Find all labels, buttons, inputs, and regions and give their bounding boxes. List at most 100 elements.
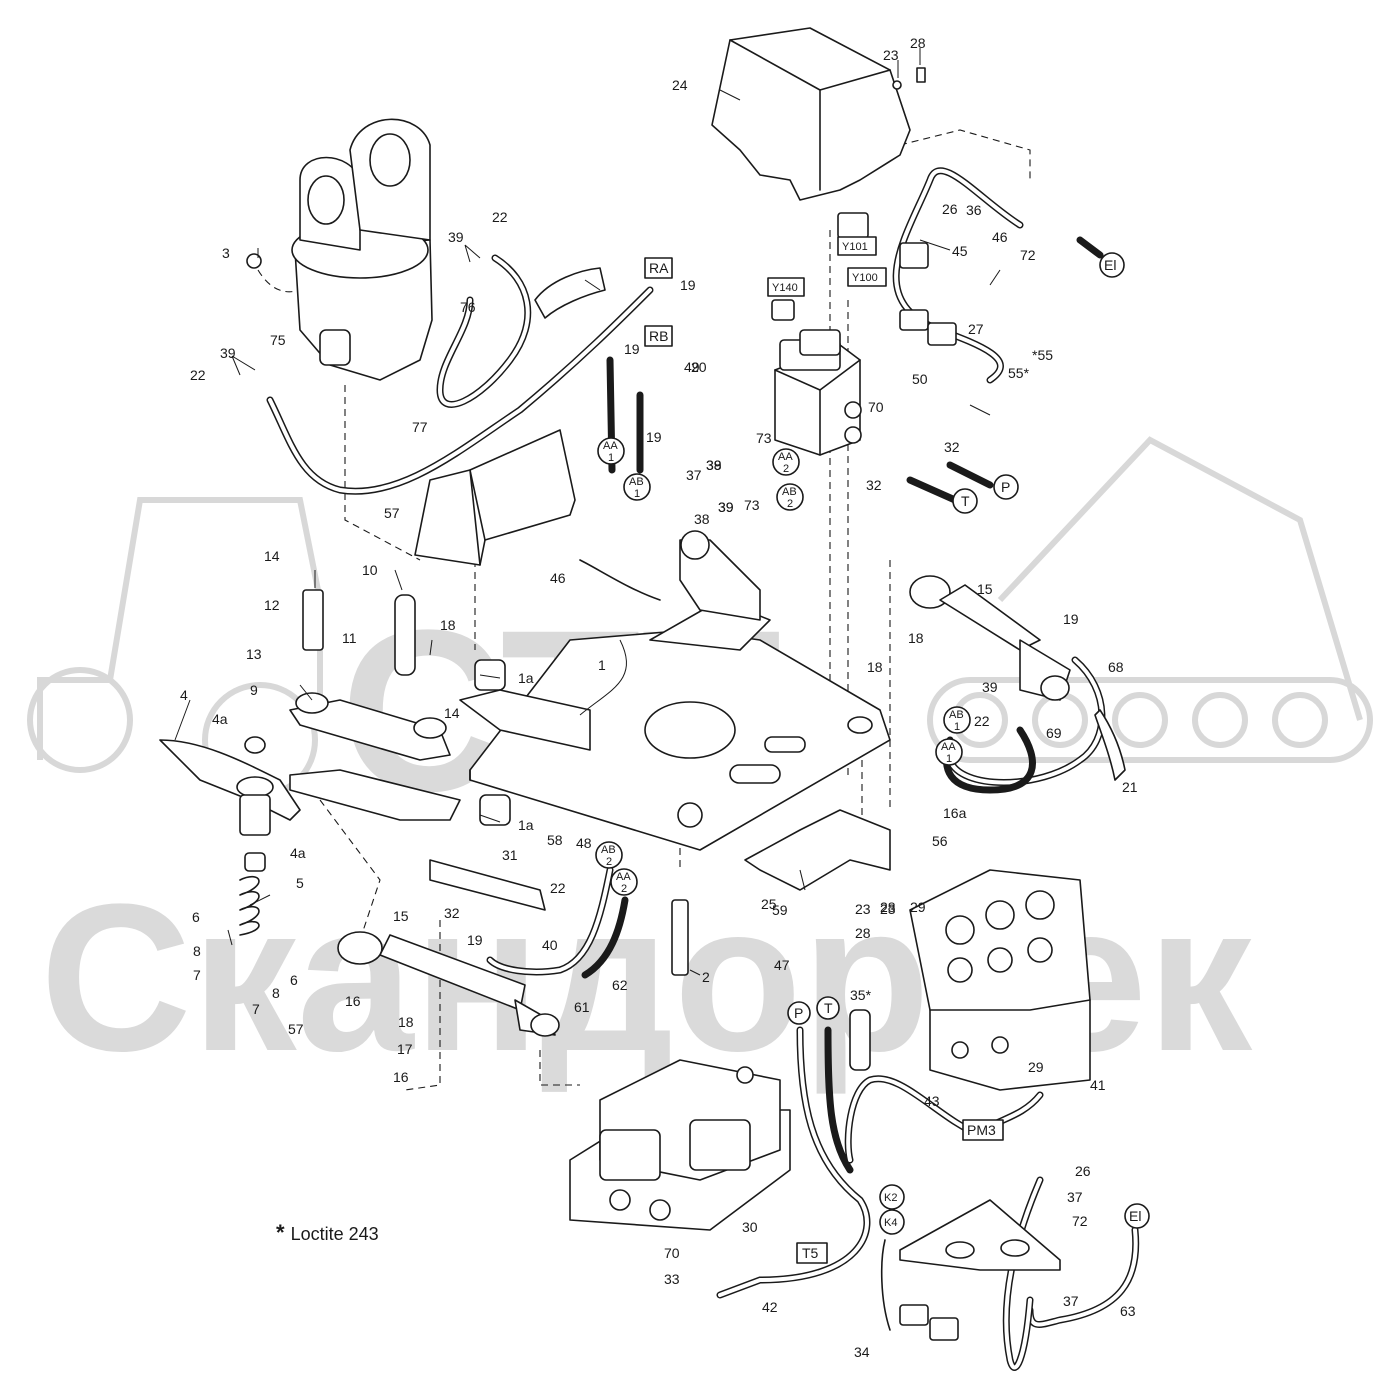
svg-text:Y100: Y100 <box>852 272 878 284</box>
svg-text:K2: K2 <box>884 1192 897 1204</box>
svg-text:El: El <box>1129 1208 1141 1224</box>
part-label: 7 <box>193 967 201 983</box>
svg-text:AA: AA <box>616 871 631 883</box>
part-label: 15 <box>977 581 993 597</box>
part-label: 30 <box>742 1219 758 1235</box>
part-label: 18 <box>440 617 456 633</box>
mount-plate-25 <box>744 809 891 891</box>
hoses <box>266 167 1140 1371</box>
part-label: 16 <box>393 1069 409 1085</box>
part-label: 1 <box>598 657 606 673</box>
part-label: 38 <box>694 511 710 527</box>
link-9 <box>289 692 461 821</box>
asterisk-icon: * <box>276 1220 285 1245</box>
leader-lines <box>174 48 1001 976</box>
pins <box>302 589 871 1071</box>
part-label: 42 <box>762 1299 778 1315</box>
tag-P-hose: P <box>787 1001 811 1025</box>
part-label: 32 <box>866 477 882 493</box>
part-label: 19 <box>624 341 640 357</box>
part-label: 23 <box>855 901 871 917</box>
svg-text:P: P <box>794 1005 803 1021</box>
part-label: 58 <box>547 832 563 848</box>
tag-Y100: Y100 <box>847 267 887 287</box>
part-label: 28 <box>855 925 871 941</box>
part-label: 33 <box>664 1271 680 1287</box>
part-label: 41 <box>1090 1077 1106 1093</box>
part-label: 68 <box>1108 659 1124 675</box>
part-label: 23 <box>880 901 896 917</box>
svg-text:AB: AB <box>629 476 644 488</box>
part-label: 6 <box>290 972 298 988</box>
part-label: 32 <box>944 439 960 455</box>
svg-text:K4: K4 <box>884 1217 897 1229</box>
valve-bank <box>569 1059 791 1231</box>
part-label: 8 <box>193 943 201 959</box>
bracket-bottom-right <box>899 1199 1061 1271</box>
tag-AA1-left: AA1 <box>597 437 625 465</box>
svg-text:T5: T5 <box>802 1245 819 1261</box>
rotator <box>246 118 433 381</box>
tag-PM3: PM3 <box>962 1119 1004 1141</box>
svg-text:AA: AA <box>778 451 793 463</box>
part-label: 2 <box>702 969 710 985</box>
tag-AA2-valve: AA2 <box>772 448 800 476</box>
part-label: 14 <box>264 548 280 564</box>
part-label: 19 <box>1063 611 1079 627</box>
part-label: 22 <box>974 713 990 729</box>
part-label: 19 <box>646 429 662 445</box>
tag-AA1-right: AA1 <box>935 738 963 766</box>
part-label: 18 <box>867 659 883 675</box>
loctite-note-text: Loctite 243 <box>290 1224 379 1244</box>
tag-T5: T5 <box>796 1242 828 1264</box>
part-label: 34 <box>854 1344 870 1360</box>
arm-4 <box>159 736 301 872</box>
part-label: 31 <box>502 847 518 863</box>
cylinder-lower <box>337 931 560 1037</box>
cylinder-upper <box>909 575 1071 701</box>
part-label: 73 <box>744 497 760 513</box>
part-label: 17 <box>397 1041 413 1057</box>
part-label: 21 <box>1122 779 1138 795</box>
part-label: 37 <box>1063 1293 1079 1309</box>
tag-El-top: El <box>1099 252 1125 278</box>
part-label: 75 <box>270 332 286 348</box>
tag-RA: RA <box>644 257 673 279</box>
part-label: 49 <box>684 359 700 375</box>
svg-text:1: 1 <box>608 452 614 464</box>
svg-text:AB: AB <box>782 486 797 498</box>
part-label: 37 <box>686 467 702 483</box>
part-label: 1a <box>518 817 534 833</box>
part-label: 1a <box>518 670 534 686</box>
part-label: 28 <box>880 899 896 915</box>
part-label: 62 <box>612 977 628 993</box>
part-label: 39 <box>706 457 722 473</box>
bracket-56 <box>414 429 576 566</box>
svg-text:AB: AB <box>949 709 964 721</box>
tag-AB1-left: AB1 <box>623 473 651 501</box>
svg-text:2: 2 <box>787 498 793 510</box>
part-label: 28 <box>910 35 926 51</box>
part-label: 18 <box>398 1014 414 1030</box>
part-label: 10 <box>362 562 378 578</box>
part-label: 50 <box>912 371 928 387</box>
part-label: 61 <box>574 999 590 1015</box>
part-label: 11 <box>342 630 357 646</box>
part-label: 3 <box>222 245 230 261</box>
part-label: 9 <box>250 682 258 698</box>
part-label: 16 <box>345 993 361 1009</box>
part-label: 57 <box>384 505 400 521</box>
part-label: 23 <box>883 47 899 63</box>
part-label: 24 <box>672 77 688 93</box>
part-label: 29 <box>1028 1059 1044 1075</box>
svg-text:2: 2 <box>621 883 627 895</box>
connectors <box>534 267 1126 1341</box>
part-label: 25 <box>761 896 777 912</box>
stacked-tags: AA1 AB1 AA2 AB2 AB1 AA1 AB2 AA2 <box>595 437 971 896</box>
part-label: 39 <box>448 229 464 245</box>
spring-5 <box>239 875 260 936</box>
svg-text:T: T <box>824 1000 833 1016</box>
circle-tags: El El P T P T K2 K4 <box>787 252 1150 1235</box>
tag-K2: K2 <box>879 1184 905 1210</box>
